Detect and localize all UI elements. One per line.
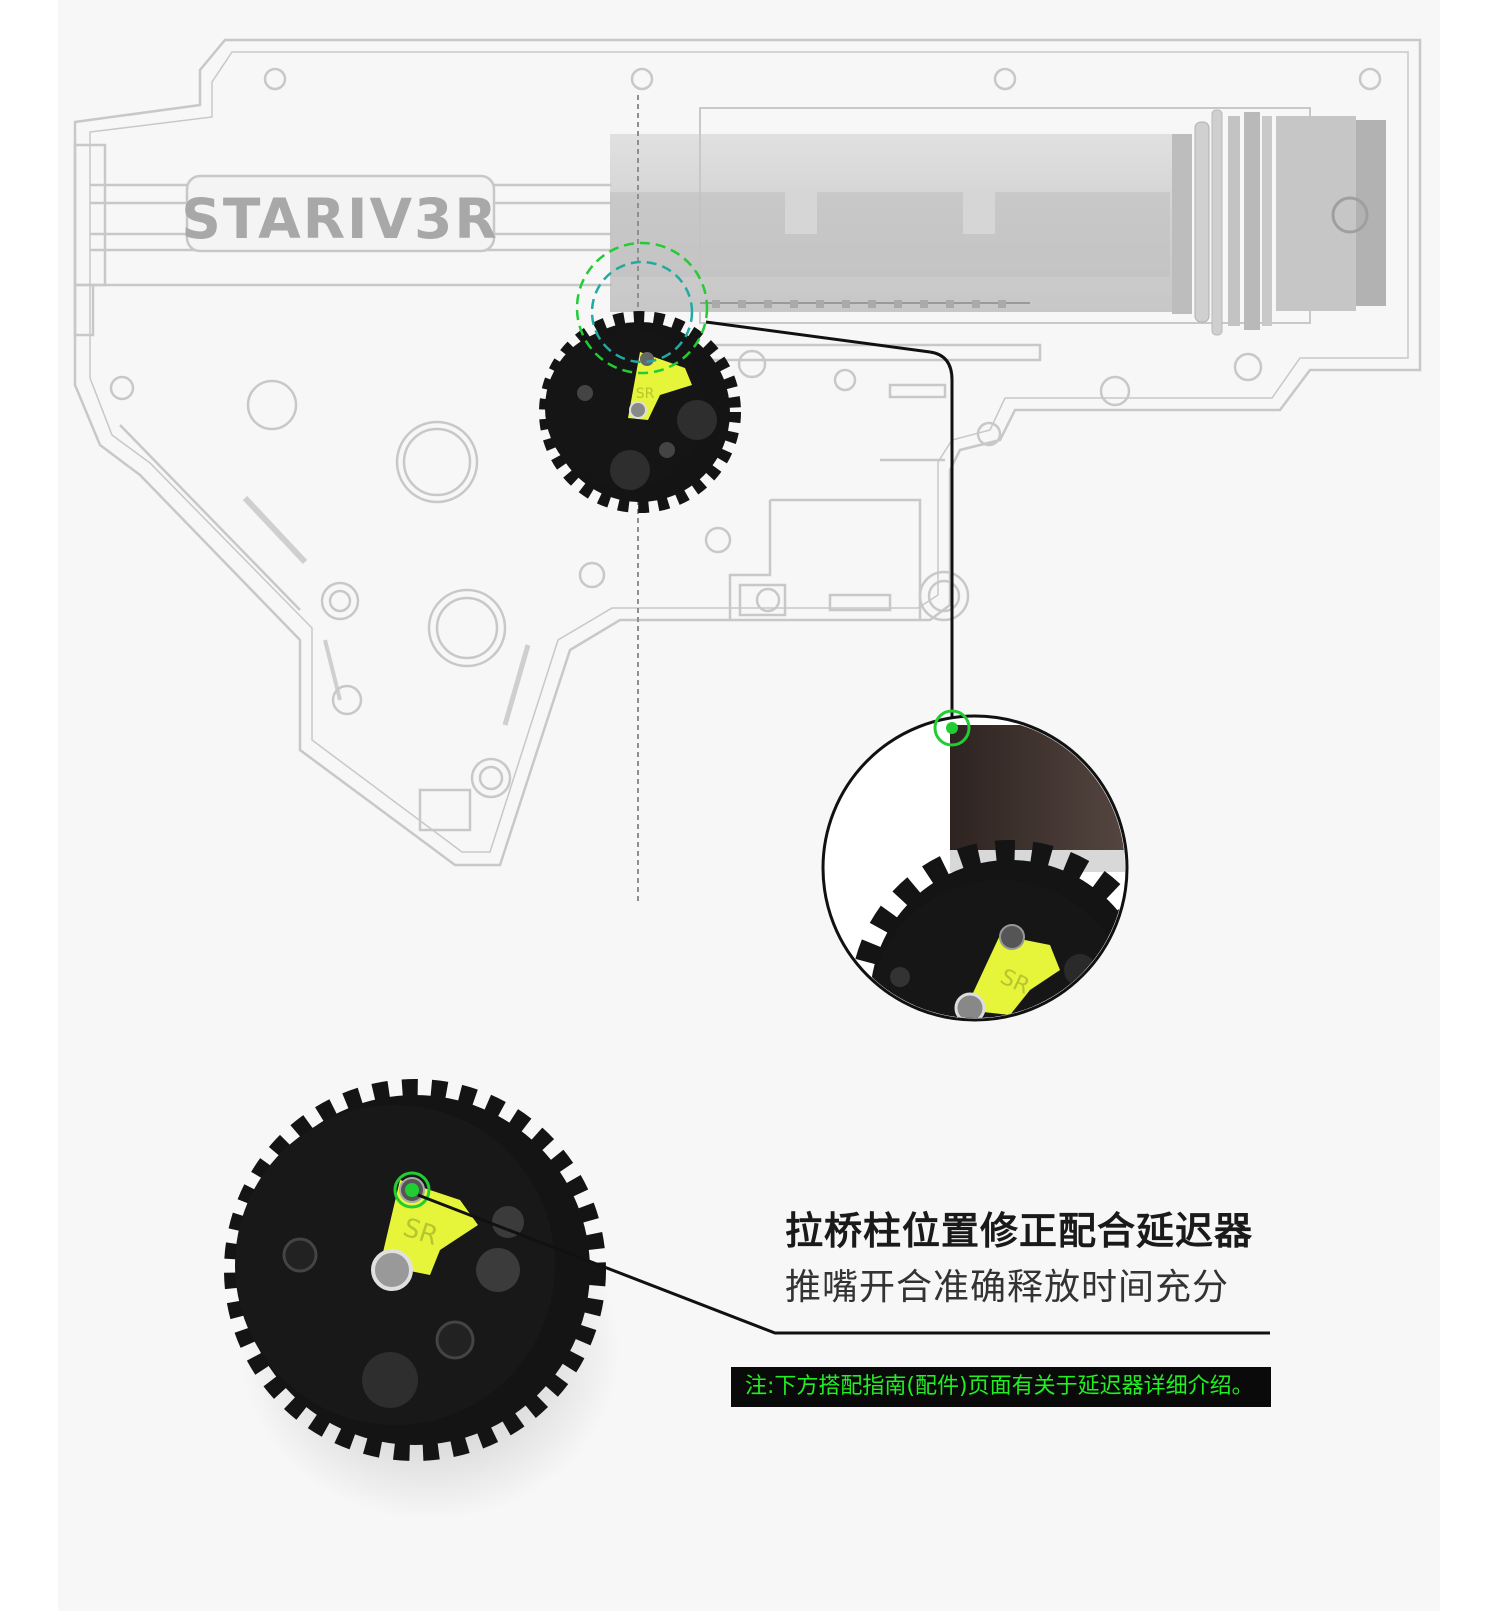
caption-subline: 推嘴开合准确释放时间充分 xyxy=(785,1267,1230,1308)
sector-gear-large: SR xyxy=(224,1079,620,1520)
cylinder-assembly xyxy=(610,107,1386,336)
gearbox-shell-outline xyxy=(73,38,1422,867)
brand-logo-text: STARIV3R xyxy=(181,187,498,251)
brand-logo-plate: STARIV3R xyxy=(181,174,498,253)
zoom-detail-circle: SR xyxy=(821,709,1129,1022)
piston-rack-teeth xyxy=(712,300,1006,308)
note-banner: 注:下方搭配指南(配件)页面有关于延迟器详细介绍。 xyxy=(731,1367,1271,1407)
caption-headline: 拉桥柱位置修正配合延迟器 xyxy=(785,1209,1254,1253)
sector-gear-small: SR xyxy=(539,311,741,513)
gear-mark-small: SR xyxy=(636,386,655,402)
pin-highlight-rings xyxy=(575,241,709,375)
zoom-leader-line xyxy=(705,320,954,725)
screw-holes xyxy=(109,67,1382,799)
caption-leader-line xyxy=(417,1193,1270,1335)
